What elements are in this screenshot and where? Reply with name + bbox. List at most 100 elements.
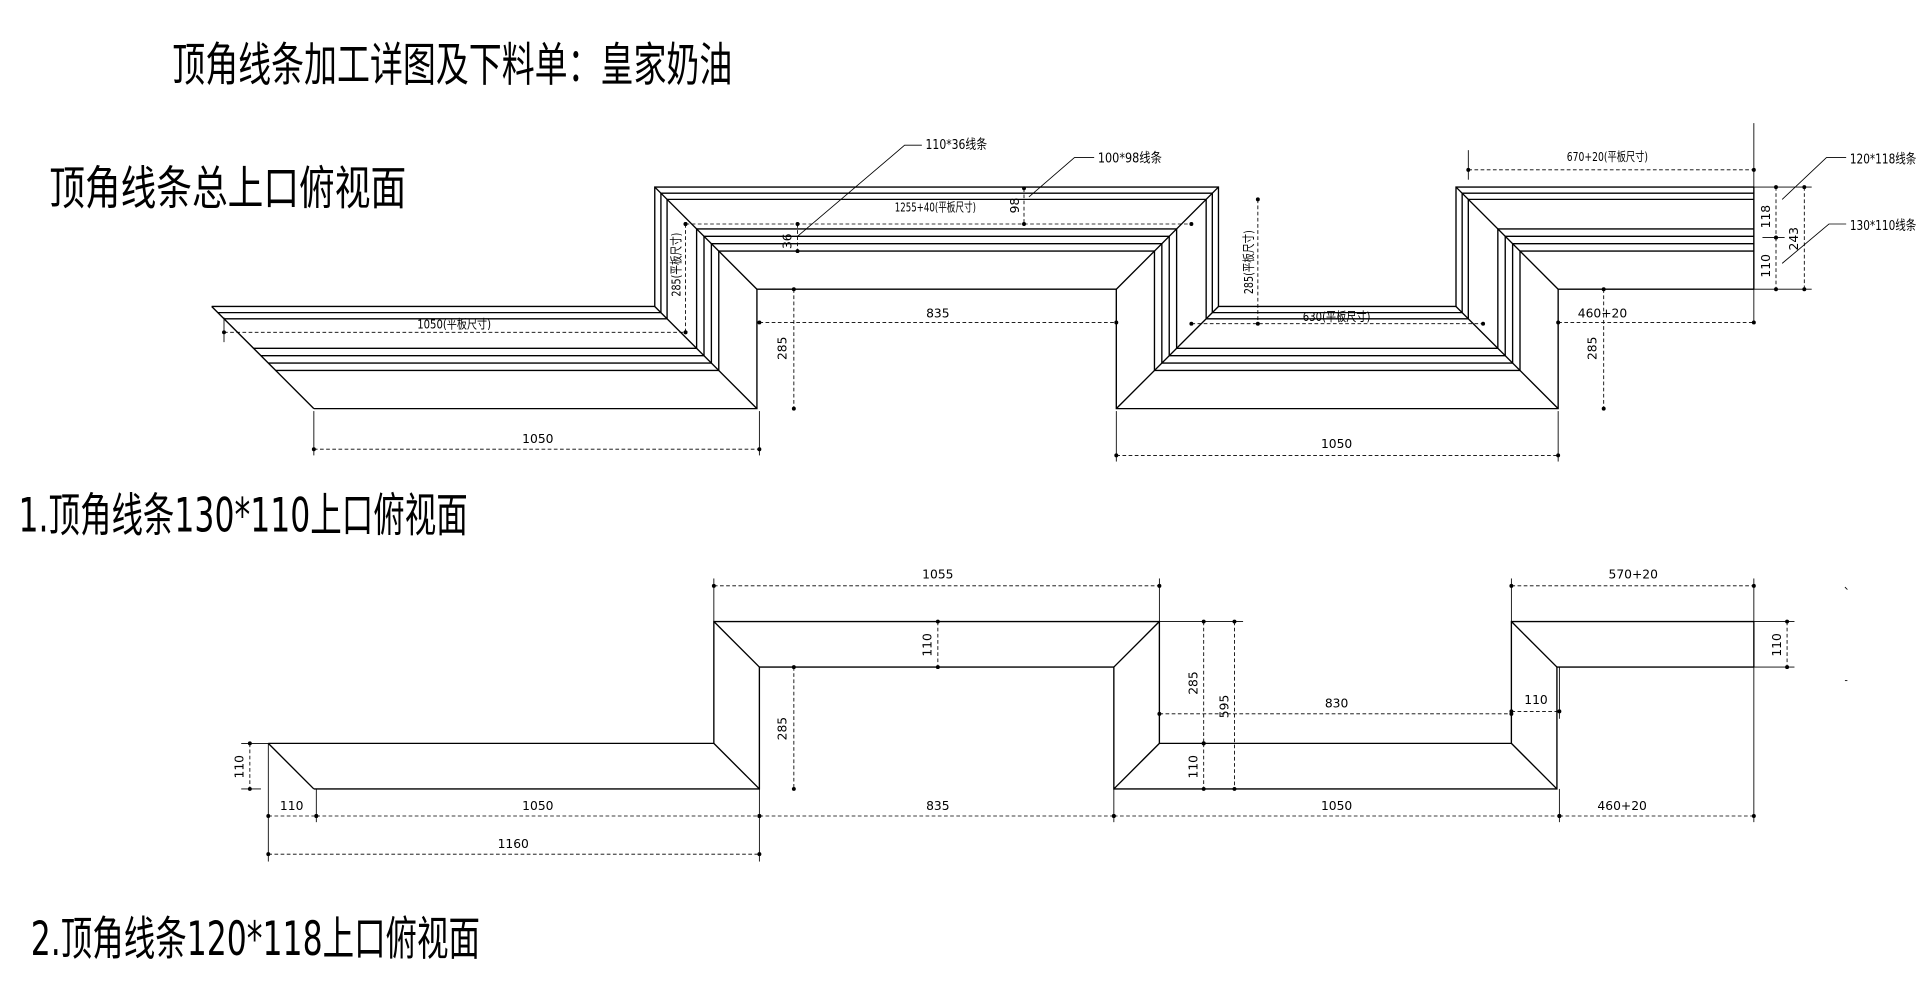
dim-overall-left: 1160 — [498, 837, 529, 851]
dim-endpoint — [1774, 185, 1778, 190]
dim-endpoint — [311, 447, 316, 452]
dim-top-98: 98 — [1008, 198, 1022, 214]
dim-endpoint — [1509, 583, 1514, 588]
dim-endpoint — [683, 222, 688, 226]
dim-endpoint — [1557, 709, 1562, 714]
dim-endpoint — [247, 741, 252, 746]
miter-joint-line — [713, 621, 760, 668]
dim-endpoint — [757, 320, 762, 325]
miter-joint-line — [1455, 305, 1559, 410]
dim-left-rise: 285 — [775, 717, 789, 740]
dim-right-rise: 285 — [1585, 337, 1599, 360]
molding-profile-line — [224, 198, 1754, 320]
dim-left-run-flat: 1050(平板尺寸) — [417, 318, 491, 332]
dim-endpoint — [1189, 222, 1194, 226]
dim-mid-run-flat: 630(平板尺寸) — [1303, 310, 1371, 324]
dim-start-width: 110 — [233, 755, 247, 778]
dim-top-flat: 1255+40(平板尺寸) — [895, 201, 976, 215]
dim-endpoint — [1481, 321, 1486, 326]
dim-left-bottom: 1050 — [522, 432, 553, 446]
dim-endpoint — [791, 406, 796, 411]
miter-joint-line — [1510, 621, 1558, 668]
molding-outer-edge — [268, 620, 1754, 745]
molding-inner-edge — [313, 288, 1754, 410]
dim-depth-110: 110 — [1759, 254, 1773, 277]
dim-bottom-right: 460+20 — [1597, 799, 1646, 813]
overview-drawing: 1050(平板尺寸) 285(平板尺寸) 1255+40(平板尺寸) 98 10… — [211, 123, 1917, 462]
dim-top-width: 110 — [921, 633, 935, 656]
miter-joint-line — [713, 742, 760, 790]
dim-endpoint — [1802, 185, 1807, 190]
dim-endpoint — [1802, 287, 1807, 292]
dim-endpoint — [247, 786, 252, 791]
dim-endpoint — [1556, 320, 1561, 325]
dim-mid-top-run: 830 — [1325, 697, 1348, 711]
molding-profile-line — [260, 235, 1754, 357]
dim-endpoint — [1751, 167, 1756, 172]
dim-mid-rise: 285 — [1187, 671, 1201, 694]
view-130x110-heading: 1.顶角线条130*110上口俯视面 — [18, 490, 467, 544]
dim-endpoint — [1774, 235, 1778, 240]
dim-endpoint — [935, 665, 940, 670]
dim-endpoint — [1785, 619, 1790, 624]
dim-endpoint — [1751, 320, 1756, 325]
dim-bottom-left: 1050 — [522, 799, 553, 813]
miter-joint-line — [1455, 186, 1559, 290]
miter-joint-line — [1510, 742, 1558, 790]
leader-line — [1781, 157, 1847, 200]
dim-endpoint — [314, 814, 319, 818]
dim-right-run: 460+20 — [1578, 307, 1627, 321]
view-120x118-heading: 2.顶角线条120*118上口俯视面 — [31, 913, 480, 967]
dim-endpoint — [1232, 786, 1237, 791]
dim-endpoint — [1201, 786, 1206, 791]
dim-endpoint — [1466, 167, 1471, 172]
dim-depth-total: 243 — [1787, 227, 1801, 250]
dim-endpoint — [1785, 665, 1790, 670]
dim-endpoint — [1509, 709, 1514, 714]
miter-joint-line — [654, 305, 758, 410]
dim-endpoint — [757, 447, 762, 452]
overview-heading: 顶角线条总上口俯视面 — [49, 162, 406, 216]
callout-strip-130x110: 130*110线条 — [1850, 217, 1917, 234]
callout-strip-120x118: 120*118线条 — [1850, 151, 1917, 168]
page-title: 顶角线条加工详图及下料单：皇家奶油 — [172, 39, 732, 93]
dim-mid-rise-flat: 285(平板尺寸) — [1242, 230, 1256, 294]
molding-profile-line — [253, 228, 1754, 349]
dim-endpoint — [1774, 287, 1778, 292]
dim-top-run: 835 — [926, 307, 949, 321]
dim-endpoint — [711, 583, 716, 588]
dim-endpoint — [791, 786, 796, 791]
molding-start-cut — [267, 742, 315, 790]
dim-endpoint — [1111, 814, 1116, 818]
molding-profile-line — [275, 250, 1754, 372]
molding-outer-edge — [211, 186, 1754, 308]
dim-endpoint — [1601, 406, 1606, 411]
dim-endpoint — [1557, 814, 1562, 818]
dim-endpoint — [1022, 222, 1026, 226]
dim-bottom-start: 110 — [280, 799, 303, 813]
dim-endpoint — [1556, 453, 1561, 458]
leader-line — [797, 144, 922, 237]
dim-right-top: 570+20 — [1609, 567, 1658, 581]
dim-bottom-mid: 1050 — [1321, 799, 1352, 813]
molding-profile-line — [217, 192, 1754, 314]
dim-endpoint — [1201, 741, 1206, 746]
dim-endpoint — [757, 814, 762, 818]
dim-endpoint — [1114, 453, 1119, 458]
dim-endpoint — [1114, 320, 1119, 325]
miter-joint-line — [1113, 742, 1160, 790]
dim-endpoint — [1157, 711, 1162, 716]
dim-corner-width: 110 — [1524, 693, 1547, 707]
dim-mid-bottom: 1050 — [1321, 437, 1352, 451]
dim-bottom-center: 835 — [926, 799, 949, 813]
dim-strip-36: 36 — [780, 233, 794, 249]
dim-mid-width: 110 — [1187, 755, 1201, 778]
dim-left-rise: 285 — [775, 337, 789, 360]
dim-endpoint — [222, 330, 226, 335]
dim-endpoint — [1189, 321, 1194, 326]
dim-endpoint — [935, 619, 940, 624]
dim-endpoint — [795, 249, 800, 254]
dim-endpoint — [1157, 583, 1162, 588]
molding-profile-line — [268, 243, 1754, 364]
